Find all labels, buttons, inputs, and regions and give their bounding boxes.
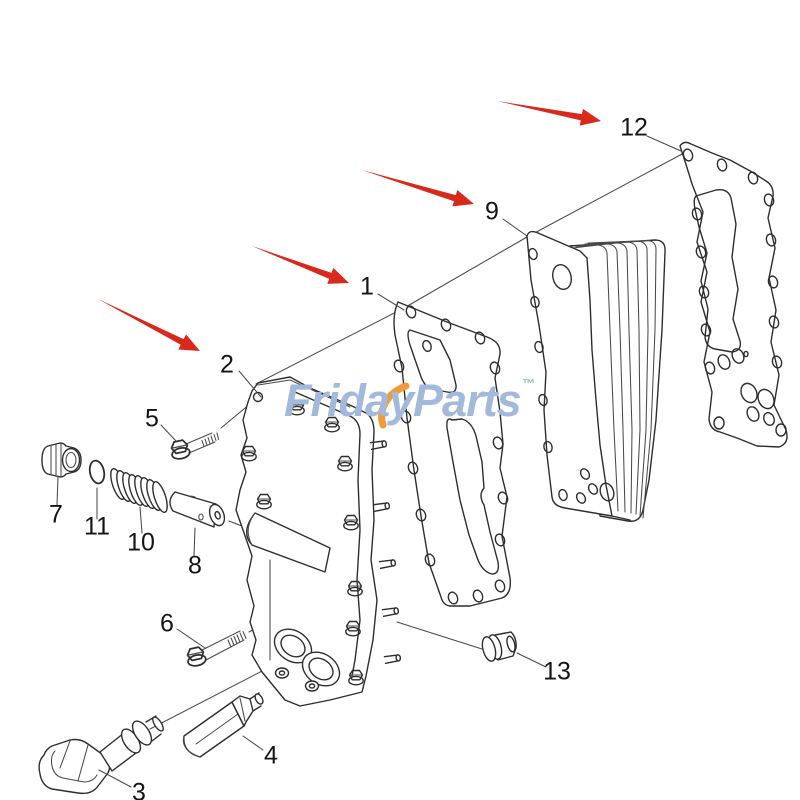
leader-line-part-9 — [502, 218, 528, 237]
part-5-hex-bolt — [168, 432, 220, 462]
red-arrow-1 — [497, 101, 601, 126]
leader-line-part-4 — [242, 735, 264, 751]
part-7-threaded-plug — [41, 442, 82, 478]
part-8-valve-piston — [169, 491, 226, 528]
axis-line — [403, 236, 528, 309]
watermark-text: FridayParts — [284, 375, 522, 426]
leader-line-part-13 — [516, 652, 547, 668]
part-label-13-small-plug: 13 — [543, 657, 571, 686]
axis-line — [255, 307, 405, 385]
leader-line-part-8 — [193, 527, 196, 557]
part-10-spring — [110, 467, 168, 514]
part-label-2-oil-cooler-cover: 2 — [220, 350, 234, 379]
watermark: FridayParts™ — [284, 375, 535, 429]
part-label-6-hex-bolt-lower: 6 — [160, 609, 174, 638]
highlight-arrows — [98, 101, 601, 351]
label-leader-lines — [56, 135, 682, 788]
watermark-trademark: ™ — [521, 376, 535, 391]
part-label-11-o-ring: 11 — [84, 512, 110, 541]
part-label-12-outer-gasket: 12 — [620, 113, 648, 142]
part-6-hex-bolt — [184, 630, 247, 669]
part-label-3-elbow-fitting: 3 — [132, 778, 146, 800]
part-label-7-threaded-plug: 7 — [49, 500, 63, 529]
leader-line-part-7 — [56, 475, 59, 506]
red-arrow-3 — [252, 246, 349, 284]
leader-line-part-6 — [176, 628, 206, 649]
part-label-10-spring: 10 — [127, 528, 155, 557]
axis-line — [526, 152, 685, 238]
part-label-1-inner-gasket: 1 — [360, 272, 374, 301]
part-1-inner-gasket — [393, 301, 512, 607]
leader-line-part-1 — [377, 293, 405, 311]
part-3-elbow-fitting — [38, 715, 164, 795]
part-4-straight-fitting — [182, 692, 264, 758]
part-13-small-plug — [481, 631, 517, 662]
check-swoosh-icon — [378, 382, 410, 429]
part-label-4-straight-fitting: 4 — [264, 741, 278, 770]
part-label-9-oil-cooler-core: 9 — [485, 197, 499, 226]
part-label-8-valve-piston: 8 — [188, 551, 202, 580]
leader-line-part-3 — [98, 769, 132, 788]
red-arrow-2 — [362, 170, 474, 207]
part-2-oil-cooler-cover — [235, 376, 402, 707]
red-arrow-4 — [98, 299, 200, 351]
leader-line-part-12 — [646, 135, 682, 152]
part-9-oil-cooler-core — [526, 230, 666, 522]
part-label-5-hex-bolt-upper: 5 — [145, 404, 159, 433]
axis-line — [396, 621, 483, 650]
part-12-outer-gasket — [679, 141, 788, 448]
leader-line-part-5 — [160, 424, 177, 442]
part-11-o-ring — [88, 459, 106, 485]
leader-line-part-2 — [238, 370, 262, 398]
leader-line-part-10 — [139, 506, 143, 534]
